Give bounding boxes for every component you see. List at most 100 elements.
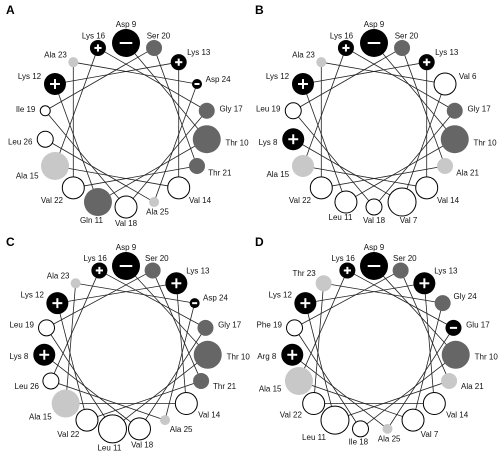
wheel-center [74, 73, 178, 177]
residue-marker [193, 372, 210, 389]
residue: Leu 11 [329, 190, 358, 222]
residue-marker [98, 414, 128, 444]
residue-marker [68, 57, 79, 68]
residue-label: Ala 23 [44, 51, 67, 60]
helix-connection [54, 165, 179, 189]
helix-connection [153, 47, 198, 167]
residue: Lys 12 [21, 290, 69, 315]
residue-label: Ala 25 [378, 435, 401, 444]
helix-connection [73, 61, 198, 85]
residue: Ala 15 [259, 366, 313, 395]
residue-marker [284, 366, 313, 395]
residue: Lys 8 [10, 343, 56, 366]
residue: Val 22 [57, 408, 99, 439]
residue-marker [83, 188, 112, 217]
helix-connection [360, 354, 456, 430]
helix-connection [112, 354, 208, 430]
residue-marker [440, 125, 469, 154]
helix-connection [175, 283, 187, 404]
residue: Ala 21 [437, 158, 480, 178]
residue-label: Leu 26 [15, 382, 40, 391]
residue-label: Val 14 [437, 196, 460, 205]
residue-label: Gly 17 [468, 105, 492, 114]
residue: Glu 17 [445, 319, 490, 336]
residue-marker [167, 176, 191, 200]
helix-connection [125, 265, 209, 356]
residue-label: Val 22 [289, 196, 312, 205]
residue-label: Val 18 [115, 219, 138, 228]
residue-marker [146, 39, 163, 56]
residue: Phe 19 [257, 319, 304, 337]
residue-label: Val 22 [57, 430, 80, 439]
residue-marker [192, 125, 221, 154]
residue-label: Glu 17 [466, 321, 490, 330]
residue-label: Lys 12 [269, 290, 293, 299]
helix-connection [50, 380, 166, 421]
residue-marker [441, 340, 470, 369]
wheel-center [322, 296, 426, 400]
helix-connection [401, 47, 446, 167]
residue-marker [284, 102, 302, 120]
residue-marker [198, 102, 215, 119]
helix-connections [44, 42, 208, 208]
residue-label: Lys 13 [186, 267, 210, 276]
residue: Leu 26 [15, 372, 60, 391]
residue-label: Leu 26 [8, 137, 33, 146]
helix-connection [321, 165, 446, 189]
helix-connection [294, 327, 361, 430]
residue: Lys 13 [413, 267, 458, 295]
residue: Ala 21 [441, 372, 484, 391]
wheel-center [74, 296, 178, 400]
residue-marker [320, 405, 350, 435]
helix-connection [54, 47, 99, 167]
residue-label: Arg 8 [257, 352, 277, 361]
helix-connection [75, 282, 195, 304]
helix-connection [401, 83, 446, 203]
helix-connection [99, 270, 206, 329]
residue: Lys 16 [84, 254, 108, 279]
residue-marker [160, 415, 171, 426]
residue: Asp 9 [112, 20, 140, 57]
residue: Ile 18 [349, 420, 370, 447]
residue-label: Asp 9 [116, 243, 137, 252]
helix-connection [293, 47, 403, 112]
residue-marker [392, 262, 409, 279]
residue-marker [434, 295, 451, 312]
residue-label: Val 7 [421, 430, 439, 439]
residue-label: Lys 12 [266, 72, 290, 81]
residue-label: Ala 15 [266, 170, 289, 179]
helix-connection [152, 270, 202, 382]
residue: Ile 19 [16, 105, 51, 117]
residue-label: Lys 13 [434, 267, 458, 276]
residue-label: Ala 15 [16, 172, 39, 181]
helix-connection [97, 47, 207, 112]
residue-label: Val 22 [41, 196, 64, 205]
helix-connection [57, 282, 177, 304]
helix-connection [45, 47, 155, 112]
residue-label: Lys 12 [21, 290, 45, 299]
residue-label: Asp 9 [364, 243, 385, 252]
residue-marker [40, 152, 69, 180]
residue-marker [291, 155, 314, 177]
helix-connection [65, 283, 77, 404]
residue-label: Leu 11 [302, 433, 326, 442]
helix-connection [302, 83, 347, 203]
residue-label: Gly 24 [454, 292, 478, 301]
residue-label: Thr 10 [473, 139, 497, 148]
helix-connection [387, 327, 454, 430]
residue-label: Thr 10 [475, 352, 499, 361]
helix-connection [321, 61, 446, 85]
residue: Lys 16 [82, 32, 106, 56]
residue-marker [70, 278, 81, 289]
residue: Val 7 [401, 408, 439, 439]
residue-label: Ala 23 [47, 271, 70, 280]
residue-label: Ser 20 [393, 254, 417, 263]
residue-label: Leu 19 [256, 105, 281, 114]
helix-connection [73, 165, 198, 189]
residue: Val 22 [289, 176, 333, 205]
residue: Lys 16 [332, 254, 356, 279]
helix-connection [334, 380, 450, 421]
residue-marker [193, 340, 222, 369]
